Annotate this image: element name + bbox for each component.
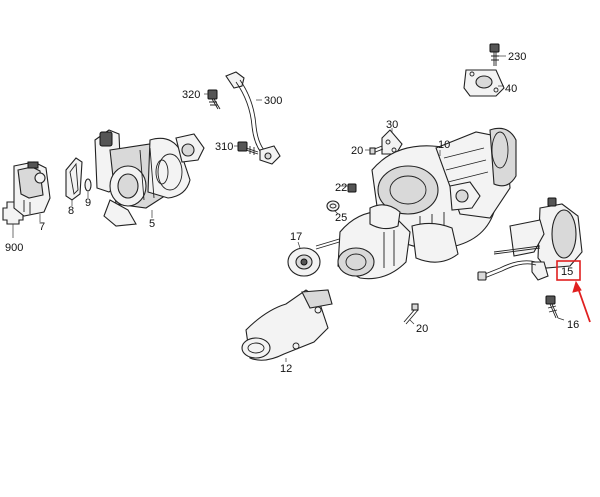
- label-8: 8: [68, 205, 74, 217]
- label-9: 9: [85, 197, 91, 209]
- part-230-bolt[interactable]: [489, 43, 506, 66]
- highlight-arrow: [572, 280, 591, 323]
- part-7-actuator[interactable]: [13, 161, 51, 222]
- label-16: 16: [567, 319, 579, 331]
- highlight-box-part-15: [556, 260, 581, 281]
- label-22: 22: [335, 182, 347, 194]
- part-30-flange[interactable]: [381, 128, 403, 155]
- part-22-fitting[interactable]: [340, 183, 357, 193]
- label-40: 40: [505, 83, 517, 95]
- label-7: 7: [39, 221, 45, 233]
- label-20-upper: 20: [351, 145, 363, 157]
- label-300: 300: [264, 95, 282, 107]
- part-5-turbocharger[interactable]: [94, 129, 205, 227]
- part-25-seal[interactable]: [326, 200, 340, 215]
- part-320-bolt[interactable]: [204, 89, 221, 110]
- label-900: 900: [5, 242, 23, 254]
- label-17: 17: [290, 231, 302, 243]
- label-20-lower: 20: [416, 323, 428, 335]
- label-320: 320: [182, 89, 200, 101]
- part-10-turbocharger-assembly[interactable]: [371, 127, 517, 263]
- part-310-bolt[interactable]: [234, 141, 259, 155]
- part-9-seal[interactable]: [84, 178, 92, 198]
- part-40-gasket[interactable]: [463, 69, 505, 97]
- part-12-elbow-pipe[interactable]: [241, 289, 333, 362]
- part-16-bolt[interactable]: [545, 295, 565, 321]
- label-230: 230: [508, 51, 526, 63]
- label-12: 12: [280, 363, 292, 375]
- label-310: 310: [215, 141, 233, 153]
- label-30: 30: [386, 119, 398, 131]
- label-15[interactable]: 15: [561, 266, 573, 278]
- label-5: 5: [149, 218, 155, 230]
- label-10: 10: [438, 139, 450, 151]
- part-300-oil-line[interactable]: [225, 71, 281, 165]
- label-25: 25: [335, 212, 347, 224]
- part-20-stud-lower[interactable]: [403, 303, 419, 325]
- part-8-gasket[interactable]: [65, 157, 83, 206]
- part-15-wastegate-actuator[interactable]: [477, 197, 583, 281]
- part-20-stud-upper[interactable]: [365, 145, 384, 155]
- compressor-housing[interactable]: [337, 204, 411, 280]
